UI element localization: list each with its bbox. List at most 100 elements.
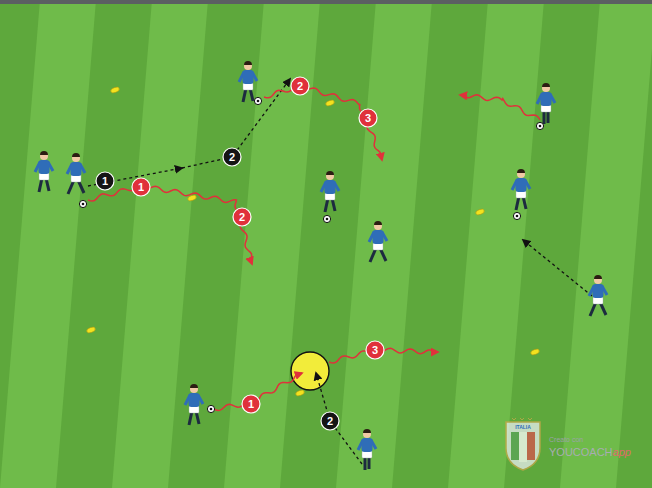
dribble-line [264, 84, 382, 160]
player-figure [537, 83, 555, 124]
player-head [517, 170, 525, 178]
watermark: Creato con [549, 436, 583, 443]
ball [323, 215, 330, 222]
player-figure [369, 221, 387, 262]
ball [254, 97, 261, 104]
dribble-line [460, 95, 540, 120]
player-head [190, 385, 198, 393]
players [35, 61, 607, 470]
callout-circle [359, 109, 377, 127]
callout-number: 3 [359, 109, 377, 127]
pass-line [182, 79, 290, 168]
pass-line [523, 240, 592, 296]
cone [295, 389, 305, 397]
cone [86, 326, 96, 334]
callout-circle [321, 412, 339, 430]
balls [79, 97, 543, 412]
shield-stars [512, 418, 532, 420]
player-head [594, 276, 602, 284]
grass-stripe [448, 0, 544, 488]
ball-patch [539, 125, 542, 128]
player-figure [67, 153, 85, 194]
player-hair [363, 429, 371, 433]
ball-patch [257, 100, 260, 103]
player-shirt [189, 393, 200, 407]
player-shirt [39, 160, 50, 174]
callout-circle [132, 178, 150, 196]
callout-number: 2 [291, 77, 309, 95]
ball-patch [326, 218, 329, 221]
player-figure [321, 171, 339, 212]
callout-circle [366, 341, 384, 359]
player-head [542, 84, 550, 92]
callout-number: 3 [366, 341, 384, 359]
cone [530, 348, 540, 356]
player-hair [72, 153, 80, 157]
player-head [40, 152, 48, 160]
pass-line [316, 373, 362, 464]
player-shorts [362, 451, 372, 458]
cone [475, 208, 485, 216]
player-hair [542, 83, 550, 87]
cone [110, 86, 120, 94]
callout-circle [291, 77, 309, 95]
player-hair [374, 221, 382, 225]
player-shirt [541, 92, 552, 106]
ball [207, 405, 214, 412]
target-zone [291, 352, 329, 390]
player-figure [35, 151, 53, 192]
grass-stripe [0, 0, 96, 488]
callout-number: 1 [242, 395, 260, 413]
player-figure [239, 61, 257, 102]
callout-number: 2 [233, 208, 251, 226]
player-head [72, 154, 80, 162]
player-head [326, 172, 334, 180]
grass-stripe [336, 0, 432, 488]
player-figure [512, 169, 530, 210]
player-hair [244, 61, 252, 65]
flag-green [511, 432, 519, 460]
grass-stripe [112, 0, 208, 488]
player-head [244, 62, 252, 70]
shield-outline [506, 422, 540, 470]
dribble-line [88, 184, 252, 264]
player-shirt [325, 180, 336, 194]
player-figure [185, 384, 203, 425]
callout-number: 1 [132, 178, 150, 196]
callout-number: 2 [321, 412, 339, 430]
shield-logo [506, 418, 540, 470]
player-shirt [243, 70, 254, 84]
player-shirt [516, 178, 527, 192]
callout-number: 1 [96, 172, 114, 190]
player-shorts [593, 297, 603, 304]
player-shorts [71, 175, 81, 182]
flag-white [519, 432, 527, 462]
player-hair [594, 275, 602, 279]
callout-circle [242, 395, 260, 413]
flag-red [527, 432, 535, 460]
player-shirt [593, 284, 604, 298]
watermark: YOUCOACH [549, 447, 613, 458]
player-shirt [373, 230, 384, 244]
player-shorts [39, 173, 49, 180]
player-figure [589, 275, 607, 316]
ball [79, 200, 86, 207]
top-border [0, 0, 652, 4]
ball-patch [82, 203, 85, 206]
callout-circle [233, 208, 251, 226]
grass-stripe [224, 0, 320, 488]
player-shorts [243, 83, 253, 90]
callout-number: 2 [223, 148, 241, 166]
player-shorts [189, 406, 199, 413]
player-shorts [516, 191, 526, 198]
player-shorts [373, 243, 383, 250]
cone [325, 99, 335, 107]
player-hair [190, 384, 198, 388]
cones [86, 86, 540, 397]
callout-circle [96, 172, 114, 190]
grass-stripe [560, 0, 652, 488]
